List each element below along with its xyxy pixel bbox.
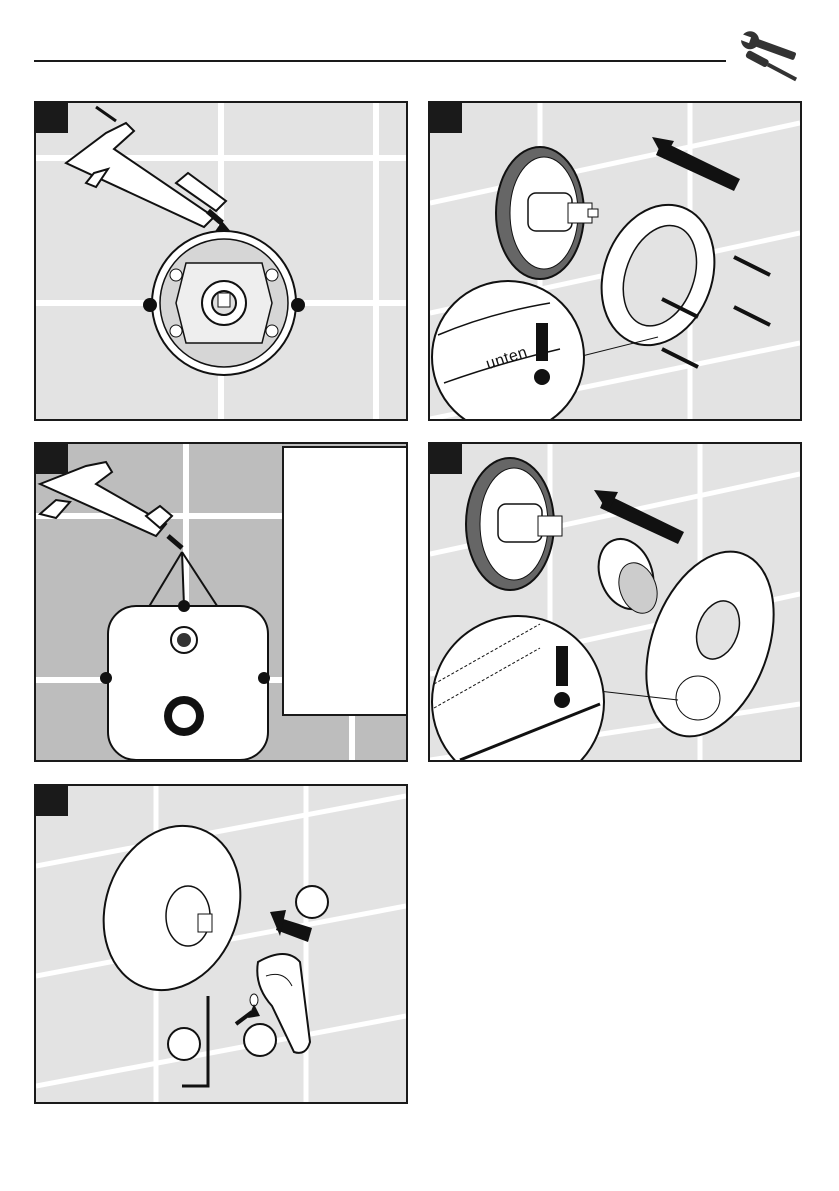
step-4-badge	[430, 444, 462, 474]
step-2-badge	[430, 103, 462, 133]
step-5-badge	[36, 786, 68, 816]
step-4-panel	[428, 442, 802, 762]
step-5-illustration	[36, 786, 406, 1102]
step-5-panel	[34, 784, 408, 1104]
header-rule	[34, 60, 726, 62]
step-1-illustration	[36, 103, 406, 419]
step-4-illustration	[430, 444, 800, 760]
step-3-panel	[34, 442, 408, 762]
step-1-panel	[34, 101, 408, 421]
warning-icon	[536, 323, 548, 361]
step-1-badge	[36, 103, 68, 133]
wrench-screwdriver-icon	[736, 30, 806, 82]
rough-in-valve-icon	[152, 231, 296, 375]
step-2-illustration	[430, 103, 800, 419]
step-2-panel: unten	[428, 101, 802, 421]
square-plate-icon	[108, 606, 268, 760]
warning-icon	[556, 646, 568, 686]
step-3-badge	[36, 444, 68, 474]
note-box	[282, 446, 408, 716]
